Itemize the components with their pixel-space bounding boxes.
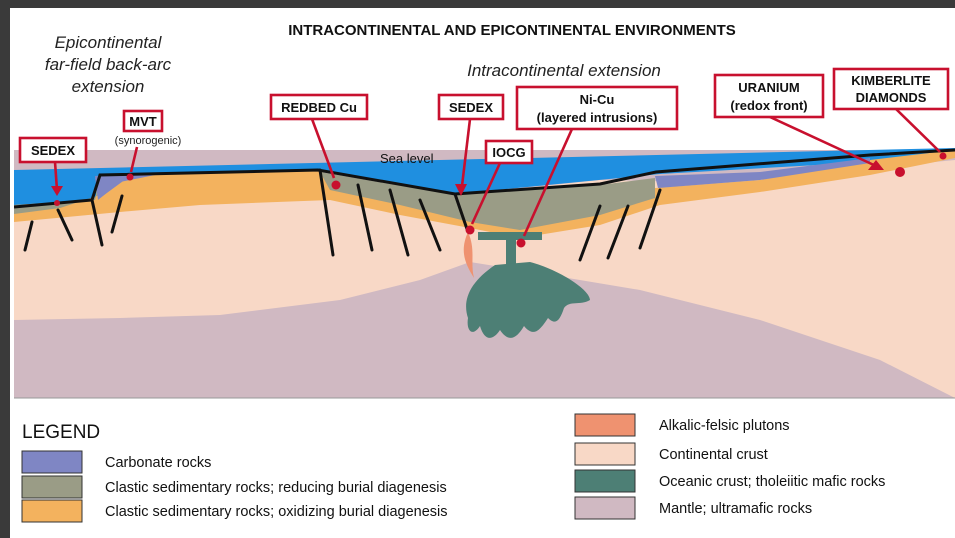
- legend-swatch-carbonate: [22, 451, 82, 473]
- legend-label-carbonate: Carbonate rocks: [105, 455, 211, 471]
- iocg-label: IOCG: [492, 145, 525, 160]
- sea-level-label: Sea level: [380, 151, 434, 166]
- kimberlite-site: [940, 153, 947, 160]
- legend-swatch-reducing: [22, 476, 82, 498]
- legend-label-mantle: Mantle; ultramafic rocks: [659, 501, 812, 517]
- sedex-left-site: [54, 200, 60, 206]
- redbed-site: [332, 181, 341, 190]
- nicu-label-line2: (layered intrusions): [537, 110, 658, 125]
- uranium-label-line2: (redox front): [730, 98, 807, 113]
- uranium-site: [895, 167, 905, 177]
- sedex-mid-label: SEDEX: [449, 100, 493, 115]
- uranium-label-line1: URANIUM: [738, 80, 799, 95]
- legend-label-oceanic: Oceanic crust; tholeiitic mafic rocks: [659, 474, 885, 490]
- mvt-note: (synorogenic): [115, 135, 182, 147]
- kimberlite-label-line2: DIAMONDS: [856, 90, 927, 105]
- mvt-site: [127, 174, 134, 181]
- mvt-label: MVT: [129, 114, 157, 129]
- region-left-line1: Epicontinental: [55, 33, 163, 52]
- legend-label-reducing: Clastic sedimentary rocks; reducing buri…: [105, 480, 447, 496]
- iocg-site: [466, 226, 475, 235]
- legend-swatch-continental: [575, 443, 635, 465]
- legend-swatch-mantle: [575, 497, 635, 519]
- legend-heading: LEGEND: [22, 422, 100, 443]
- redbed-label: REDBED Cu: [281, 100, 357, 115]
- legend-label-felsic: Alkalic-felsic plutons: [659, 418, 790, 434]
- region-left-line2: far-field back-arc: [45, 55, 172, 74]
- page-title: INTRACONTINENTAL AND EPICONTINENTAL ENVI…: [288, 22, 736, 39]
- nicu-site: [517, 239, 526, 248]
- nicu-label-line1: Ni-Cu: [580, 92, 615, 107]
- sedex-left-label: SEDEX: [31, 143, 75, 158]
- layered-intrusion: [478, 232, 542, 240]
- cross-section: [14, 148, 955, 398]
- legend-swatch-oxidizing: [22, 500, 82, 522]
- legend-label-oxidizing: Clastic sedimentary rocks; oxidizing bur…: [105, 504, 448, 520]
- legend-swatch-felsic: [575, 414, 635, 436]
- region-middle-label: Intracontinental extension: [467, 61, 661, 80]
- kimberlite-label-line1: KIMBERLITE: [851, 73, 931, 88]
- legend-label-continental: Continental crust: [659, 447, 768, 463]
- legend-swatch-oceanic: [575, 470, 635, 492]
- region-left-line3: extension: [72, 77, 145, 96]
